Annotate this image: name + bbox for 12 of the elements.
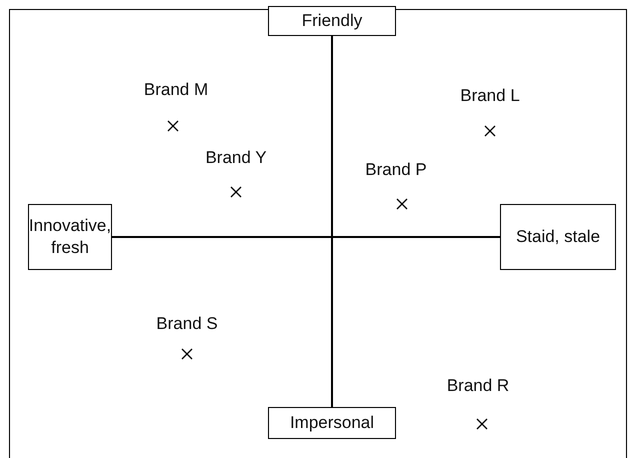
axis-line — [331, 36, 333, 407]
point-label: Brand R — [446, 376, 510, 396]
point-label: Brand Y — [205, 148, 267, 168]
axis-line — [112, 236, 500, 238]
axis-label-box: Friendly — [268, 6, 396, 36]
point-label: Brand P — [365, 160, 427, 180]
point-label: Brand M — [144, 80, 208, 100]
axis-label-box: Innovative, fresh — [28, 204, 112, 270]
point-label: Brand L — [460, 86, 520, 106]
point-label: Brand S — [156, 314, 218, 334]
axis-label-box: Staid, stale — [500, 204, 616, 270]
axis-label-box: Impersonal — [268, 407, 396, 439]
